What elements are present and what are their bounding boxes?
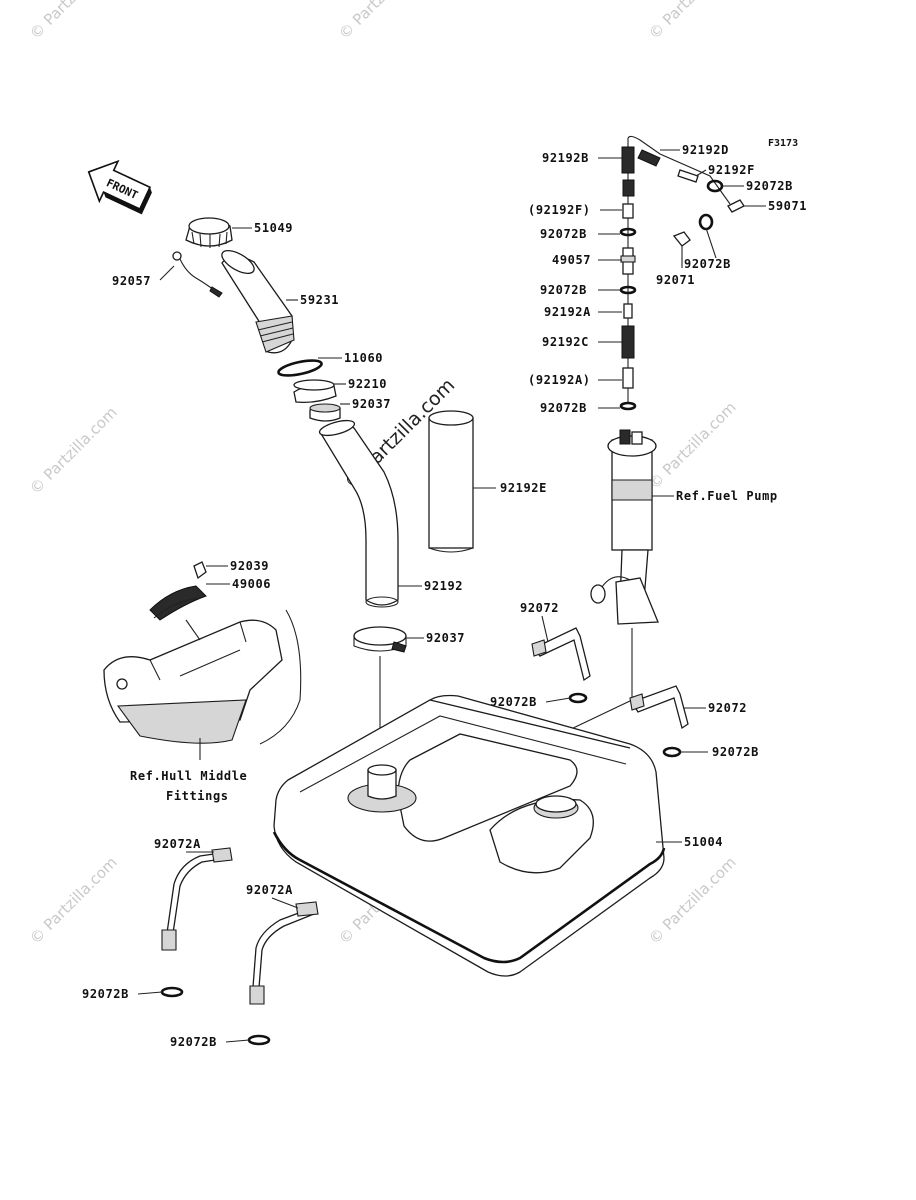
leader-lines	[137, 149, 766, 1043]
label-92072B: 92072B	[540, 401, 587, 415]
label-92072A: 92072A	[154, 837, 201, 851]
watermark-tile: © Partzilla.com	[645, 398, 740, 493]
label-92192D: 92192D	[682, 143, 729, 157]
label-59231: 59231	[300, 293, 339, 307]
ref-hull-line2: Fittings	[166, 789, 229, 803]
label-92192A-paren: (92192A)	[528, 373, 591, 387]
label-92192C: 92192C	[542, 335, 589, 349]
ref-hull-line1: Ref.Hull Middle	[130, 769, 247, 783]
strap-long-left	[161, 847, 233, 951]
cap-tether	[172, 251, 223, 298]
label-92192E: 92192E	[500, 481, 547, 495]
label-92192A: 92192A	[544, 305, 591, 319]
label-92057: 92057	[112, 274, 151, 288]
hose-sleeve	[428, 410, 474, 553]
label-92192F-paren: (92192F)	[528, 203, 591, 217]
callout-labels: 51049 92057 59231 11060 92210 92037 9219…	[82, 143, 807, 1049]
label-92072: 92072	[708, 701, 747, 715]
watermark-tile: © Partzilla.com	[26, 0, 121, 43]
label-92072B: 92072B	[82, 987, 129, 1001]
label-92192: 92192	[424, 579, 463, 593]
strap-right	[629, 685, 689, 730]
label-92037: 92037	[352, 397, 391, 411]
label-92210: 92210	[348, 377, 387, 391]
label-92039: 92039	[230, 559, 269, 573]
label-11060: 11060	[344, 351, 383, 365]
clamp-large	[353, 626, 407, 653]
label-92072B-top: 92072B	[746, 179, 793, 193]
fuel-tank	[272, 694, 666, 977]
strap-upper	[531, 627, 591, 682]
hose-nut	[293, 379, 337, 404]
label-92072B: 92072B	[170, 1035, 217, 1049]
label-92192F: 92192F	[708, 163, 755, 177]
strap-long-right	[249, 901, 319, 1005]
label-92072: 92072	[520, 601, 559, 615]
filler-hose	[221, 249, 295, 354]
label-51004: 51004	[684, 835, 723, 849]
fuel-pump	[590, 429, 659, 625]
label-92037-lower: 92037	[426, 631, 465, 645]
figure-code: F3173	[768, 138, 798, 149]
label-59071: 59071	[768, 199, 807, 213]
fuel-cap	[185, 217, 233, 248]
label-92072B: 92072B	[540, 283, 587, 297]
clip	[247, 1034, 271, 1046]
label-49057: 49057	[552, 253, 591, 267]
watermark-tile: © Partzilla.com	[645, 0, 740, 43]
label-92071: 92071	[656, 273, 695, 287]
clamp-small	[309, 403, 341, 422]
front-arrow: FRONT	[87, 159, 152, 215]
gasket-ring	[277, 359, 323, 377]
label-92072B: 92072B	[540, 227, 587, 241]
label-92072B: 92072B	[712, 745, 759, 759]
label-49006: 49006	[232, 577, 271, 591]
label-92192B: 92192B	[542, 151, 589, 165]
hull-fittings	[103, 561, 302, 745]
watermark-tile: © Partzilla.com	[335, 0, 430, 43]
watermark-tile: © Partzilla.com	[26, 403, 121, 498]
label-51049: 51049	[254, 221, 293, 235]
clip	[160, 986, 184, 998]
pump-hose-stack	[619, 135, 745, 411]
watermark-tile: © Partzilla.com	[26, 853, 121, 948]
clip	[662, 746, 682, 758]
ref-fuel-pump: Ref.Fuel Pump	[676, 489, 778, 503]
label-92072A: 92072A	[246, 883, 293, 897]
label-92072B-right: 92072B	[684, 257, 731, 271]
clip	[568, 692, 588, 704]
label-92072B: 92072B	[490, 695, 537, 709]
